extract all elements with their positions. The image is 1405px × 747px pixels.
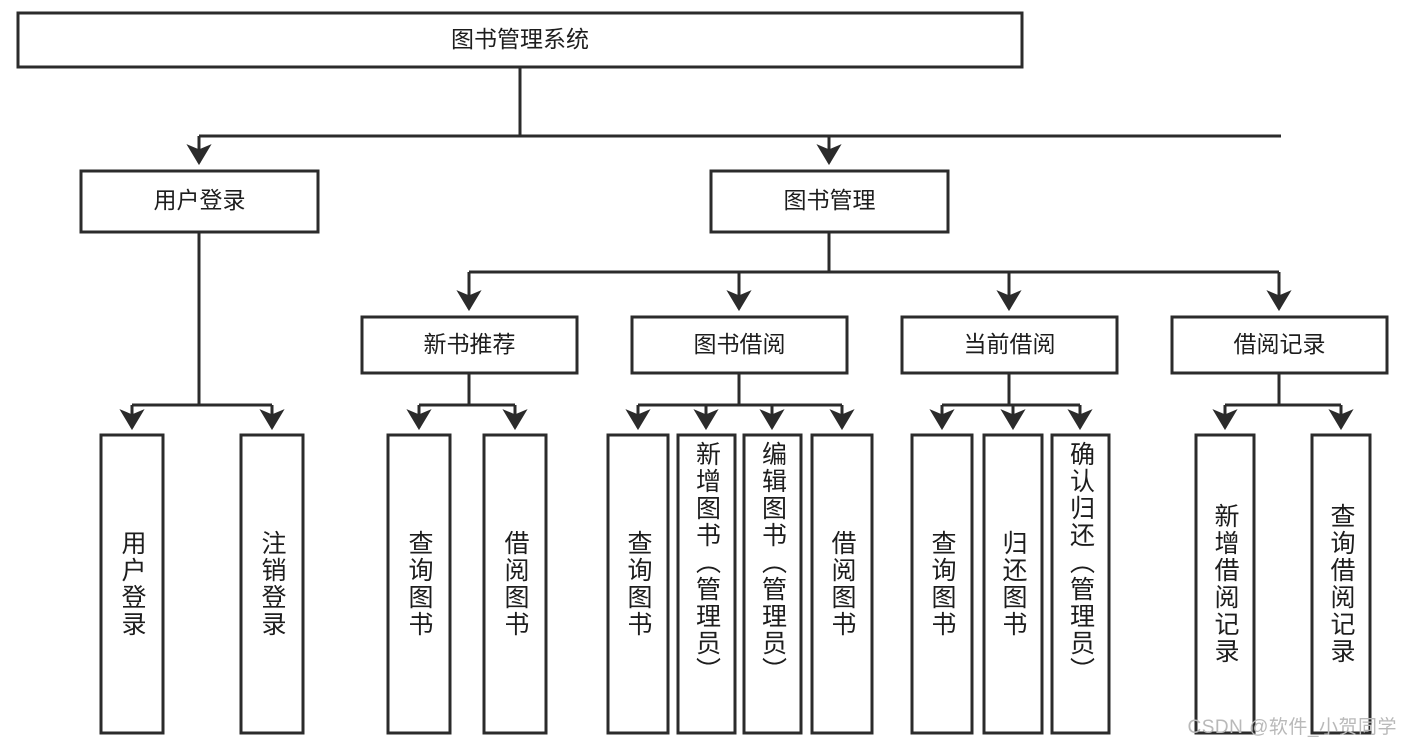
leaf-box-borrow-book[interactable] (810, 433, 874, 735)
node-root-label: 图书管理系统 (451, 26, 589, 52)
node-borrow-record-label: 借阅记录 (1234, 331, 1326, 357)
node-book-borrow-label: 图书借阅 (694, 331, 786, 357)
node-current-borrow[interactable]: 当前借阅 (900, 315, 1119, 375)
node-book-management[interactable]: 图书管理 (709, 169, 950, 234)
node-current-borrow-label: 当前借阅 (964, 331, 1056, 357)
connector-currentborrow-to-leaves (929, 373, 1093, 431)
leaf-box-add-borrow-record[interactable] (1194, 433, 1256, 735)
node-new-book-recommend-box[interactable] (360, 315, 579, 375)
leaf-box-query-book-rec[interactable] (386, 433, 452, 735)
leaf-box-return-book[interactable] (982, 433, 1044, 735)
connector-newbook-to-leaves (406, 373, 528, 431)
node-book-management-label: 图书管理 (784, 187, 876, 213)
node-new-book-recommend[interactable]: 新书推荐 (360, 315, 579, 375)
node-book-borrow[interactable]: 图书借阅 (630, 315, 849, 375)
leaf-boxes (99, 433, 1372, 735)
leaf-box-query-book-current[interactable] (910, 433, 974, 735)
leaf-box-query-borrow-record[interactable] (1310, 433, 1372, 735)
node-root[interactable]: 图书管理系统 (16, 11, 1024, 69)
node-current-borrow-box[interactable] (900, 315, 1119, 375)
node-root-box[interactable] (16, 11, 1024, 69)
connector-root-to-level2 (186, 67, 1281, 166)
leaf-box-confirm-return-admin[interactable] (1050, 433, 1111, 735)
leaf-box-user-login[interactable] (99, 433, 165, 735)
leaf-box-borrow-book-rec[interactable] (482, 433, 548, 735)
node-borrow-record-box[interactable] (1170, 315, 1389, 375)
leaf-box-logout-login[interactable] (239, 433, 305, 735)
connector-userlogin-to-leaves (119, 232, 285, 431)
node-book-borrow-box[interactable] (630, 315, 849, 375)
node-user-login[interactable]: 用户登录 (79, 169, 320, 234)
connector-bookmgmt-to-level3 (456, 232, 1292, 312)
connector-bookborrow-to-leaves (625, 373, 855, 431)
leaf-box-edit-book-admin[interactable] (742, 433, 803, 735)
node-user-login-label: 用户登录 (154, 187, 246, 213)
node-user-login-box[interactable] (79, 169, 320, 234)
node-new-book-recommend-label: 新书推荐 (424, 331, 516, 357)
csdn-watermark: CSDN @软件_小贺同学 (1187, 717, 1397, 738)
leaf-box-add-book-admin[interactable] (676, 433, 737, 735)
node-borrow-record[interactable]: 借阅记录 (1170, 315, 1389, 375)
leaf-box-query-book-borrow[interactable] (606, 433, 670, 735)
connector-borrowrecord-to-leaves (1212, 373, 1354, 431)
node-book-management-box[interactable] (709, 169, 950, 234)
